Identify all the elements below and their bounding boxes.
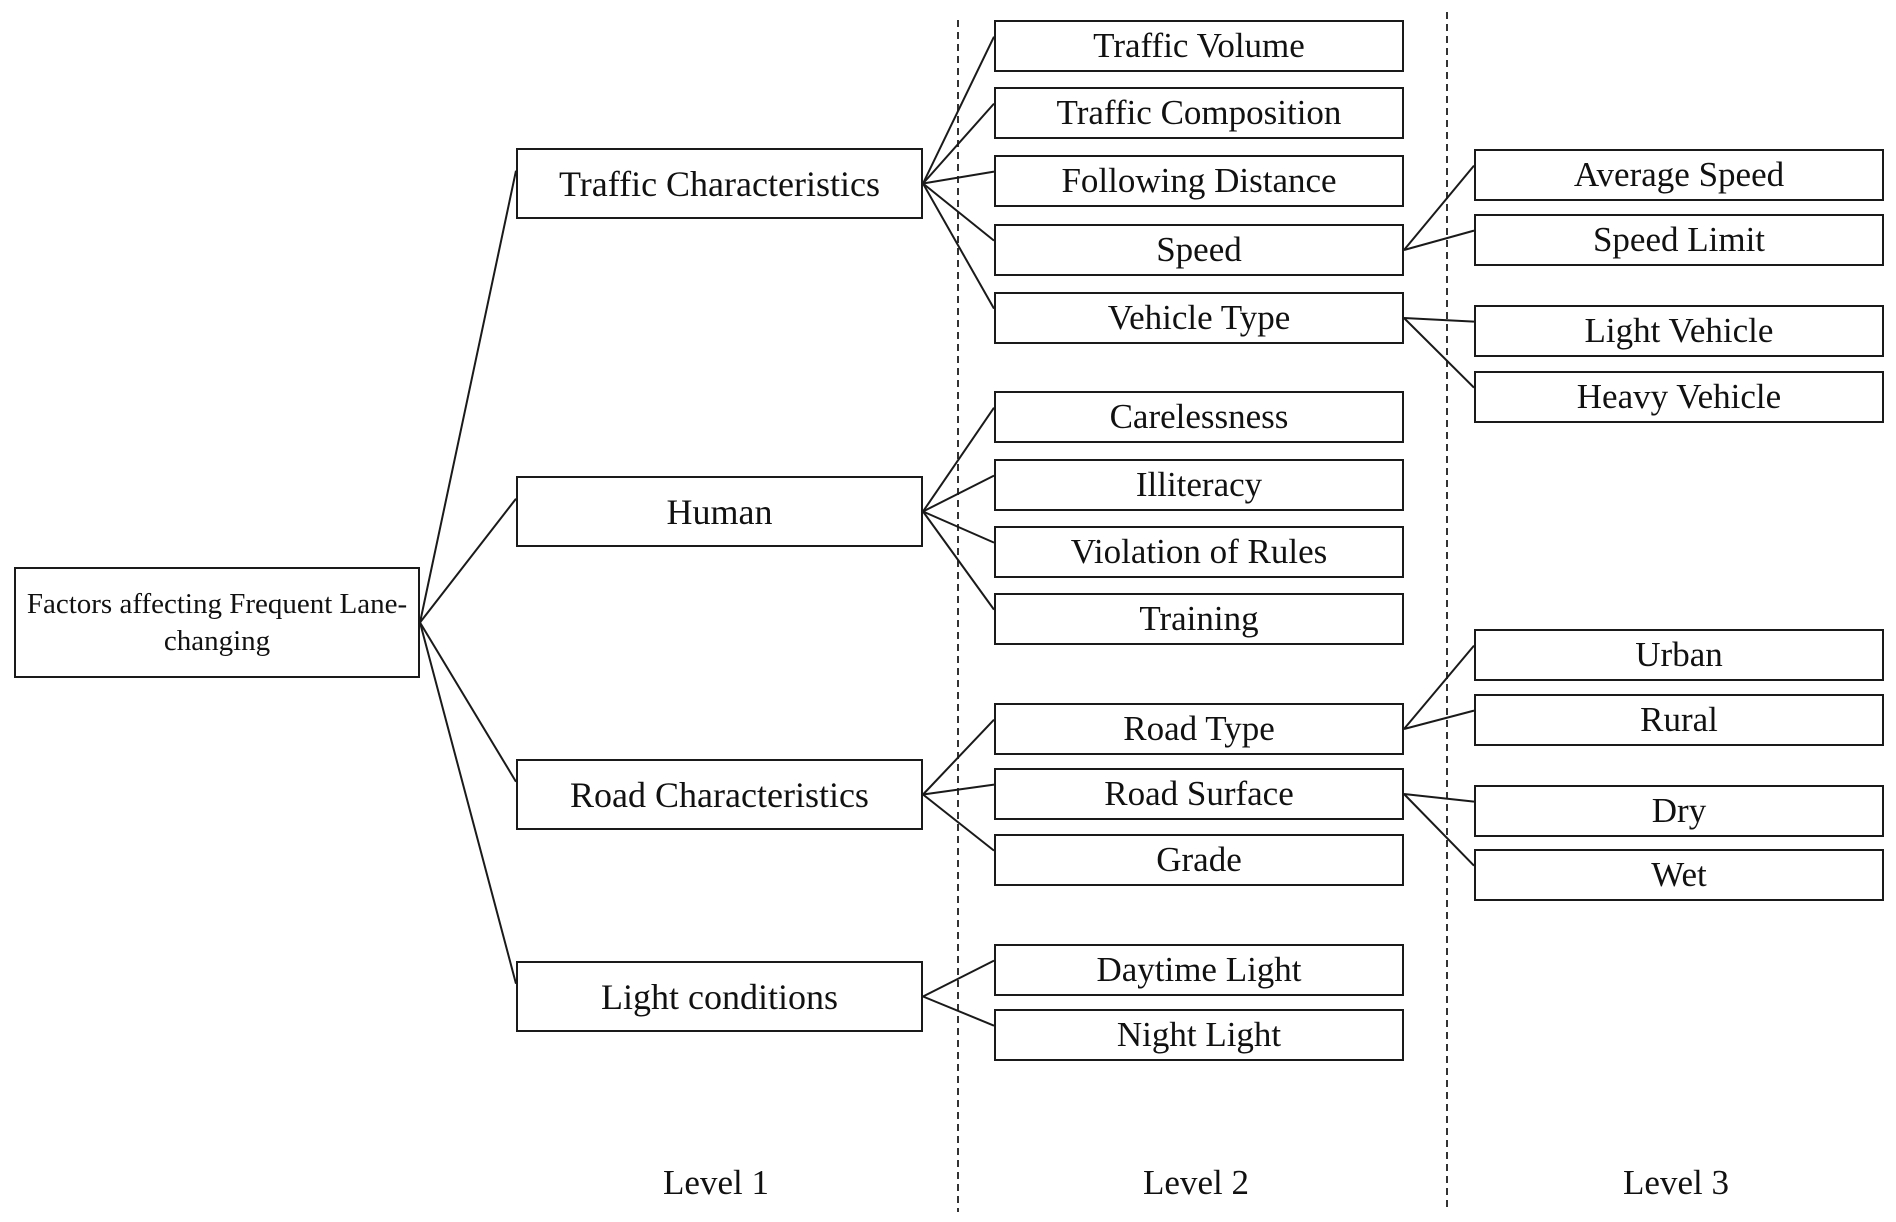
level2-node-vehicle-type: Vehicle Type — [994, 292, 1404, 344]
level3-node-average-speed: Average Speed — [1474, 149, 1884, 201]
connector-3-to-3-0 — [922, 959, 995, 998]
level-3-label: Level 3 — [1623, 1163, 1729, 1202]
node-label: Daytime Light — [1096, 950, 1302, 989]
level2-node-speed: Speed — [994, 224, 1404, 276]
node-label: Speed — [1156, 230, 1242, 269]
node-label: Traffic Volume — [1093, 26, 1305, 65]
node-label: Light conditions — [601, 976, 838, 1017]
node-label: Road Characteristics — [570, 774, 869, 815]
connector-0-4-to-0-4-0 — [1403, 317, 1475, 323]
connector-root-to-2 — [419, 621, 517, 783]
level2-node-night-light: Night Light — [994, 1009, 1404, 1061]
connector-2-to-2-0 — [922, 718, 995, 796]
connector-2-1-to-2-1-0 — [1403, 793, 1475, 803]
connector-1-to-1-3 — [922, 510, 995, 611]
connector-root-to-0 — [419, 170, 517, 623]
connector-2-0-to-2-0-0 — [1403, 644, 1475, 730]
connector-root-to-3 — [419, 622, 517, 984]
level3-node-heavy-vehicle: Heavy Vehicle — [1474, 371, 1884, 423]
level3-node-light-vehicle: Light Vehicle — [1474, 305, 1884, 357]
connector-0-to-0-0 — [922, 36, 995, 184]
connector-3-to-3-1 — [922, 995, 995, 1027]
node-label: Urban — [1635, 635, 1723, 674]
node-label: Illiteracy — [1135, 465, 1263, 504]
level-1-label: Level 1 — [663, 1163, 769, 1202]
node-label: Speed Limit — [1592, 220, 1766, 259]
connector-0-to-0-1 — [922, 102, 995, 185]
node-label: Following Distance — [1061, 161, 1337, 200]
level1-node-traffic-characteristics: Traffic Characteristics — [516, 148, 923, 219]
node-label: Dry — [1651, 791, 1707, 830]
connector-root-to-1 — [419, 498, 517, 624]
connector-0-to-0-3 — [922, 182, 995, 242]
level2-node-traffic-volume: Traffic Volume — [994, 20, 1404, 72]
level3-node-urban: Urban — [1474, 629, 1884, 681]
node-label: Road Type — [1123, 709, 1275, 748]
node-label: Traffic Characteristics — [559, 163, 880, 204]
root-label: Factors affecting Frequent Lane-changing — [26, 588, 408, 657]
node-label: Violation of Rules — [1070, 532, 1328, 571]
node-label: Vehicle Type — [1107, 298, 1291, 337]
connector-2-to-2-2 — [922, 793, 995, 852]
root-node: Factors affecting Frequent Lane-changing — [14, 567, 420, 678]
connector-1-to-1-0 — [922, 407, 995, 513]
connector-1-to-1-1 — [922, 474, 995, 513]
level1-node-human: Human — [516, 476, 923, 547]
node-label: Night Light — [1116, 1015, 1282, 1054]
level2-node-grade: Grade — [994, 834, 1404, 886]
connector-2-to-2-1 — [922, 783, 995, 796]
level3-node-wet: Wet — [1474, 849, 1884, 901]
connector-0-3-to-0-3-0 — [1403, 165, 1475, 251]
level1-node-road-characteristics: Road Characteristics — [516, 759, 923, 830]
level3-node-speed-limit: Speed Limit — [1474, 214, 1884, 266]
node-label: Training — [1139, 599, 1259, 638]
node-label: Rural — [1640, 700, 1718, 739]
level2-node-daytime-light: Daytime Light — [994, 944, 1404, 996]
node-label: Light Vehicle — [1584, 311, 1774, 350]
level3-node-dry: Dry — [1474, 785, 1884, 837]
level2-node-violation-of-rules: Violation of Rules — [994, 526, 1404, 578]
level2-node-training: Training — [994, 593, 1404, 645]
node-label: Wet — [1651, 855, 1707, 894]
connector-2-0-to-2-0-1 — [1403, 709, 1475, 730]
connector-2-1-to-2-1-1 — [1403, 793, 1475, 867]
connector-0-3-to-0-3-1 — [1403, 229, 1475, 251]
level1-node-light-conditions: Light conditions — [516, 961, 923, 1032]
node-label: Grade — [1156, 840, 1242, 879]
level2-node-following-distance: Following Distance — [994, 155, 1404, 207]
node-label: Average Speed — [1573, 155, 1785, 194]
node-label: Heavy Vehicle — [1576, 377, 1782, 416]
level-2-label: Level 2 — [1143, 1163, 1249, 1202]
connector-0-to-0-4 — [922, 183, 995, 310]
node-label: Carelessness — [1109, 397, 1289, 436]
level2-node-road-type: Road Type — [994, 703, 1404, 755]
node-label: Road Surface — [1104, 774, 1294, 813]
node-label: Traffic Composition — [1056, 93, 1342, 132]
level3-node-rural: Rural — [1474, 694, 1884, 746]
connector-0-to-0-2 — [922, 170, 995, 185]
level2-node-traffic-composition: Traffic Composition — [994, 87, 1404, 139]
node-label: Human — [666, 491, 773, 532]
level2-node-carelessness: Carelessness — [994, 391, 1404, 443]
level2-node-illiteracy: Illiteracy — [994, 459, 1404, 511]
connector-1-to-1-2 — [922, 510, 995, 544]
level2-node-road-surface: Road Surface — [994, 768, 1404, 820]
connector-0-4-to-0-4-1 — [1403, 317, 1475, 389]
